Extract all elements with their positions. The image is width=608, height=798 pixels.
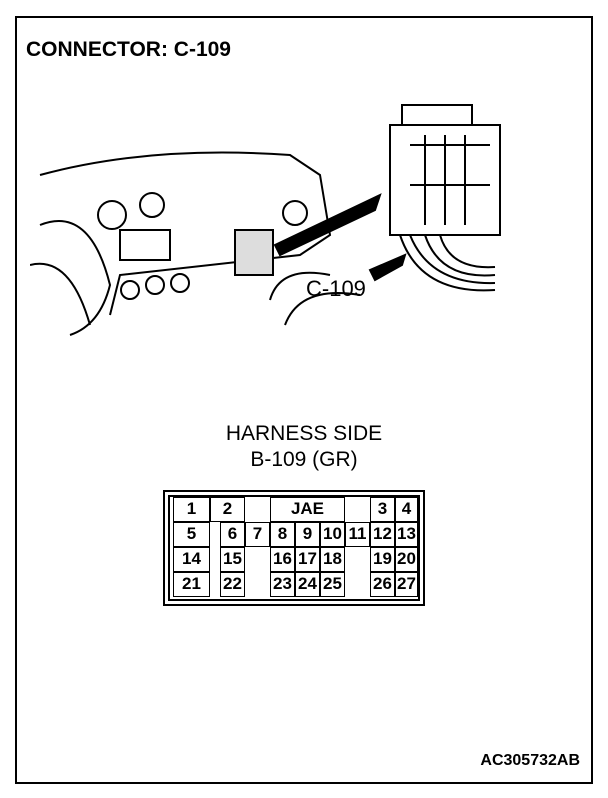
pin-cell: 15 bbox=[220, 547, 245, 572]
frame bbox=[15, 16, 593, 784]
pin-cell: 7 bbox=[245, 522, 270, 547]
harness-side-label: HARNESS SIDE bbox=[225, 422, 383, 445]
pin-cell: 6 bbox=[220, 522, 245, 547]
pin-cell: 1 bbox=[173, 497, 210, 522]
connector-maker-label: JAE bbox=[270, 497, 345, 522]
connector-callout-label: C-109 bbox=[306, 276, 366, 301]
pin-cell: 17 bbox=[295, 547, 320, 572]
pin-cell: 8 bbox=[270, 522, 295, 547]
connector-pin-diagram bbox=[163, 490, 425, 606]
pin-cell: 9 bbox=[295, 522, 320, 547]
pin-cell: 27 bbox=[395, 572, 418, 597]
pin-cell: 2 bbox=[210, 497, 245, 522]
pin-cell: 12 bbox=[370, 522, 395, 547]
pin-cell: 21 bbox=[173, 572, 210, 597]
pin-cell: 14 bbox=[173, 547, 210, 572]
pin-cell: 19 bbox=[370, 547, 395, 572]
pin-cell: 22 bbox=[220, 572, 245, 597]
pin-cell: 5 bbox=[173, 522, 210, 547]
pin-cell: 4 bbox=[395, 497, 418, 522]
figure-code: AC305732AB bbox=[480, 752, 580, 769]
pin-cell: 13 bbox=[395, 522, 418, 547]
connector-id-label: B-109 (GR) bbox=[250, 448, 358, 471]
pin-cell: 16 bbox=[270, 547, 295, 572]
connector-title: CONNECTOR: C-109 bbox=[26, 38, 231, 61]
pin-cell: 26 bbox=[370, 572, 395, 597]
pin-cell: 20 bbox=[395, 547, 418, 572]
pin-cell: 25 bbox=[320, 572, 345, 597]
pin-cell: 10 bbox=[320, 522, 345, 547]
pin-cell: 11 bbox=[345, 522, 370, 547]
pin-cell: 24 bbox=[295, 572, 320, 597]
dashboard-illustration bbox=[30, 104, 501, 336]
pin-cell: 18 bbox=[320, 547, 345, 572]
pin-cell: 23 bbox=[270, 572, 295, 597]
pin-cell: 3 bbox=[370, 497, 395, 522]
